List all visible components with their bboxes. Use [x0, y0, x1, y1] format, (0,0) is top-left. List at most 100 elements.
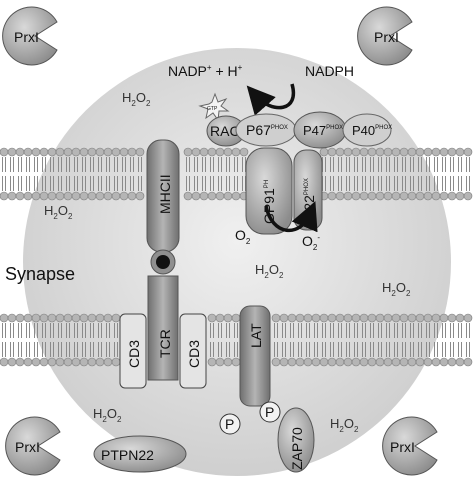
lipid-head	[383, 357, 393, 367]
lipid-head	[183, 191, 193, 201]
lipid-head	[79, 357, 89, 367]
lipid-head	[367, 357, 377, 367]
lower-membrane	[0, 313, 473, 367]
cd3-label: CD3	[186, 340, 202, 368]
lipid-head	[271, 313, 281, 323]
lipid-head	[367, 313, 377, 323]
lipid-head	[87, 313, 97, 323]
mhcii-label: MHCII	[157, 174, 173, 214]
lipid-head	[127, 147, 137, 157]
lipid-head	[383, 191, 393, 201]
lipid-head	[23, 147, 33, 157]
phosphate-label: P	[265, 404, 274, 420]
lipid-head	[375, 191, 385, 201]
lipid-head	[327, 191, 337, 201]
lipid-head	[311, 313, 321, 323]
lipid-head	[55, 357, 65, 367]
lipid-head	[335, 357, 345, 367]
lipid-head	[71, 191, 81, 201]
lipid-head	[103, 313, 113, 323]
lipid-head	[271, 357, 281, 367]
lipid-head	[319, 357, 329, 367]
gp91-protein	[245, 147, 293, 235]
phosphate-1	[219, 413, 241, 435]
prxl-shape	[382, 416, 438, 476]
lipid-head	[391, 313, 401, 323]
lipid-head	[79, 147, 89, 157]
lipid-head	[351, 147, 361, 157]
lipid-head	[439, 313, 449, 323]
lipid-head	[375, 313, 385, 323]
lipid-head	[359, 147, 369, 157]
lipid-head	[55, 191, 65, 201]
lipid-head	[103, 147, 113, 157]
gtp-burst-icon	[198, 92, 230, 122]
lipid-head	[7, 357, 17, 367]
cell-body	[23, 48, 451, 476]
lipid-head	[63, 147, 73, 157]
zap70-protein	[277, 407, 315, 473]
lipid-head	[423, 313, 433, 323]
gp91-label: GP91PH	[261, 180, 277, 224]
lipid-head	[431, 357, 441, 367]
prxl-label: PrxI	[390, 439, 415, 455]
lipid-head	[391, 357, 401, 367]
superoxide-arrow	[264, 201, 318, 233]
lipid-head	[415, 191, 425, 201]
lipid-head	[111, 357, 121, 367]
lipid-head	[351, 191, 361, 201]
ptpn22-protein	[93, 435, 187, 473]
lipid-head	[39, 191, 49, 201]
lipid-head	[7, 191, 17, 201]
lipid-head	[327, 313, 337, 323]
lipid-head	[191, 147, 201, 157]
lipid-head	[199, 191, 209, 201]
lipid-head	[207, 357, 217, 367]
lipid-head	[0, 357, 9, 367]
o2-label: O2	[235, 227, 251, 246]
lipid-head	[447, 357, 457, 367]
zap70-label: ZAP70	[289, 427, 305, 470]
lat-label: LAT	[248, 323, 264, 348]
lipid-head	[399, 147, 409, 157]
lipid-head	[47, 147, 57, 157]
lipid-head	[359, 191, 369, 201]
lipid-head	[463, 357, 473, 367]
lipid-head	[415, 313, 425, 323]
lipid-head	[223, 147, 233, 157]
lipid-head	[367, 147, 377, 157]
lipid-head	[375, 357, 385, 367]
lipid-head	[39, 147, 49, 157]
lipid-head	[15, 191, 25, 201]
lipid-head	[55, 313, 65, 323]
h2o2-label: H2O2	[93, 406, 122, 424]
lipid-head	[87, 191, 97, 201]
prxl-shape	[5, 416, 61, 476]
lipid-head	[215, 313, 225, 323]
lipid-head	[7, 147, 17, 157]
phosphate-label: P	[225, 416, 234, 432]
prxl-bottom-left: PrxI	[5, 416, 61, 476]
lipid-head	[415, 357, 425, 367]
lipid-head	[63, 191, 73, 201]
lipid-head	[343, 191, 353, 201]
lipid-head	[463, 313, 473, 323]
lipid-head	[119, 147, 129, 157]
nadp-label: NADP+ + H+	[168, 63, 243, 79]
lipid-head	[87, 357, 97, 367]
lipid-head	[207, 147, 217, 157]
lipid-head	[439, 191, 449, 201]
lipid-head	[439, 147, 449, 157]
lipid-head	[111, 147, 121, 157]
lipid-head	[431, 191, 441, 201]
ptpn22-label: PTPN22	[101, 447, 154, 463]
lipid-head	[423, 147, 433, 157]
lipid-head	[23, 313, 33, 323]
lipid-head	[7, 313, 17, 323]
lipid-head	[63, 313, 73, 323]
lipid-head	[319, 147, 329, 157]
lipid-head	[351, 357, 361, 367]
prxl-label: PrxI	[14, 29, 39, 45]
